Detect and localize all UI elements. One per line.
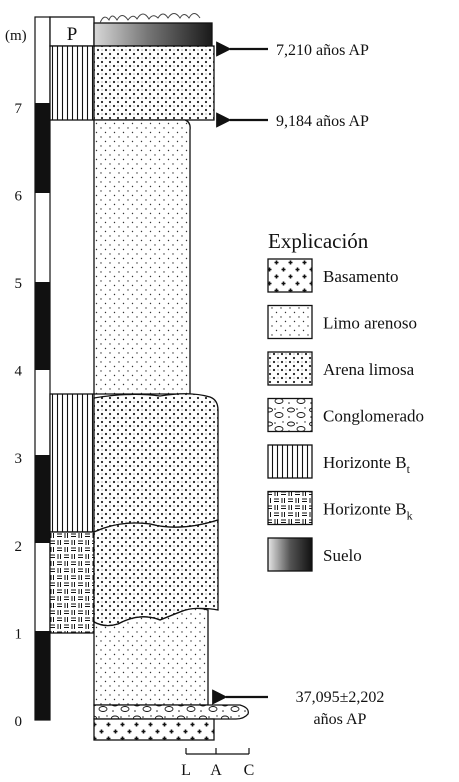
legend-item: Limo arenoso: [267, 304, 417, 340]
silt-unit-main: [93, 119, 191, 395]
legend-item: Arena limosa: [267, 351, 415, 386]
legend-label: Horizonte Bt: [323, 453, 411, 476]
depth-axis: (m) 0 1 2 3 4 5 6 7: [5, 28, 27, 730]
legend-item: Conglomerado: [267, 397, 424, 433]
legend-item: Basamento: [267, 258, 399, 293]
legend-swatch: [267, 490, 313, 526]
legend-swatch: [267, 258, 313, 293]
column-top-label: P: [67, 24, 78, 45]
grain-label-l: L: [181, 762, 191, 779]
silt-unit-lower: [93, 607, 209, 706]
depth-tick-label: 7: [15, 101, 23, 117]
legend-swatch: [267, 351, 313, 386]
grain-size-scale: L A C: [181, 748, 254, 779]
depth-unit-label: (m): [5, 28, 27, 44]
depth-tick-label: 6: [15, 188, 23, 204]
depth-tick-labels: 0 1 2 3 4 5 6 7: [15, 101, 23, 730]
date-label: 9,184 años AP: [276, 113, 369, 130]
date-annotation-2: 9,184 años AP: [216, 112, 369, 130]
depth-tick-label: 1: [15, 626, 23, 642]
legend-label: Conglomerado: [323, 407, 424, 426]
p-header-box: [49, 16, 95, 47]
conglomerate-layer: [93, 704, 249, 720]
legend-label: Suelo: [323, 546, 362, 565]
date-annotation-1: 7,210 años AP: [216, 41, 369, 59]
depth-tick-label: 4: [15, 364, 23, 380]
depth-scale-bar: [34, 16, 51, 721]
date-annotation-3: 37,095±2,202 años AP: [212, 689, 385, 728]
legend-item: Horizonte Bt: [267, 444, 411, 479]
date-label-line2: años AP: [314, 711, 367, 728]
date-label: 7,210 años AP: [276, 42, 369, 59]
depth-tick-label: 5: [15, 276, 23, 292]
depth-tick-label: 0: [15, 714, 23, 730]
legend-swatch: [267, 304, 313, 340]
bt-horizon-upper: [49, 45, 95, 121]
legend-label: Limo arenoso: [323, 314, 417, 333]
legend-label: Arena limosa: [323, 360, 415, 379]
stratigraphic-column: P: [49, 13, 249, 741]
legend-label: Horizonte Bk: [323, 500, 413, 523]
legend-swatch: [267, 444, 313, 479]
depth-tick-label: 3: [15, 451, 23, 467]
legend-title: Explicación: [268, 229, 369, 253]
legend-item: Suelo: [267, 537, 362, 572]
grain-label-c: C: [244, 762, 255, 779]
sand-unit-top: [93, 45, 215, 121]
legend-label: Basamento: [323, 267, 399, 286]
grass-vegetation: [99, 13, 201, 24]
soil-layer: [93, 22, 213, 47]
grain-label-a: A: [210, 762, 222, 779]
depth-tick-label: 2: [15, 539, 23, 555]
legend-swatch: [267, 537, 313, 572]
legend-subscript: t: [407, 462, 411, 476]
sand-unit-middle: [93, 393, 219, 534]
bk-horizon: [49, 531, 95, 634]
legend-swatch: [267, 397, 313, 433]
legend-item: Horizonte Bk: [267, 490, 413, 526]
basement-layer: [93, 718, 215, 741]
date-label-line1: 37,095±2,202: [296, 689, 385, 706]
bt-horizon-middle: [49, 393, 95, 533]
legend-subscript: k: [407, 509, 413, 523]
